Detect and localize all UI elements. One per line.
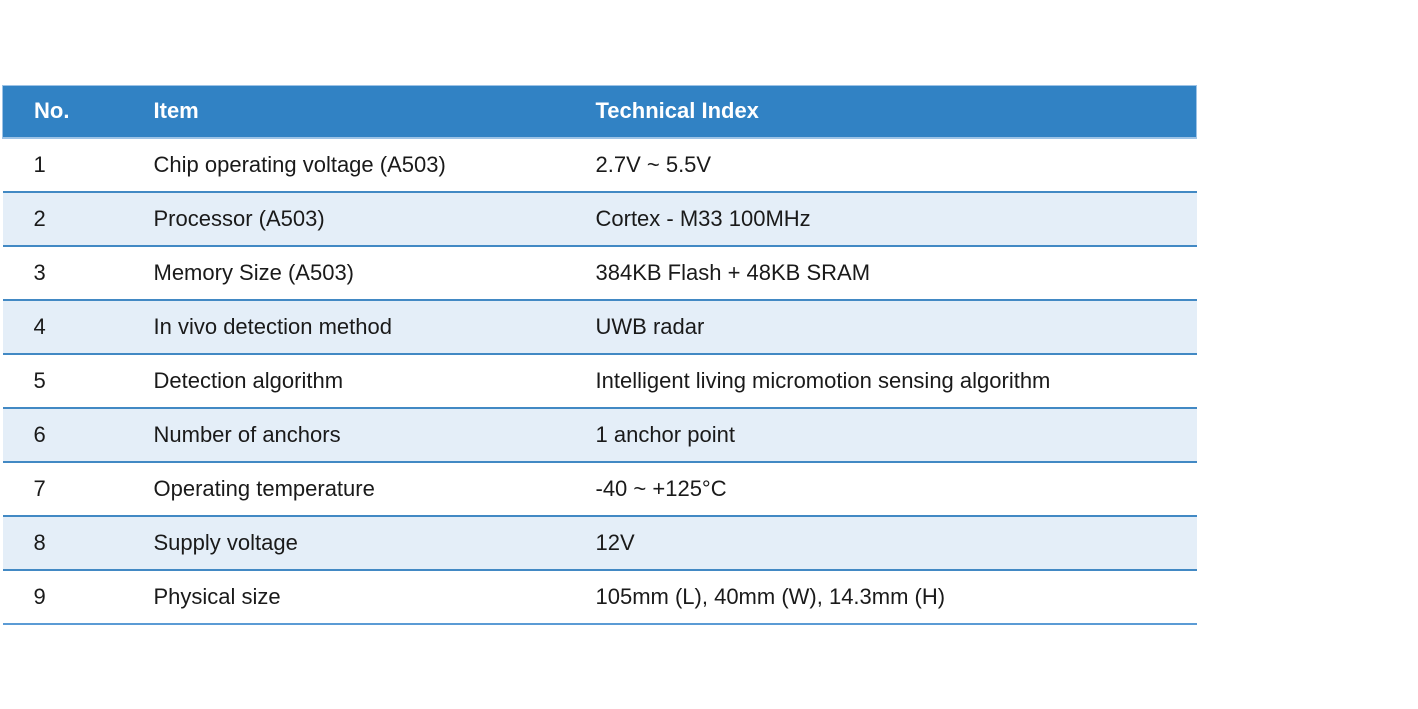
cell-no: 5 xyxy=(2,352,123,408)
cell-item: Processor (A503) xyxy=(122,190,565,246)
cell-item: Physical size xyxy=(122,568,565,625)
cell-no: 8 xyxy=(2,514,123,570)
cell-item: Supply voltage xyxy=(122,514,565,570)
cell-item: Operating temperature xyxy=(122,460,565,516)
cell-index: UWB radar xyxy=(564,298,1197,354)
cell-index: Intelligent living micromotion sensing a… xyxy=(564,352,1197,408)
cell-index: 384KB Flash + 48KB SRAM xyxy=(564,244,1197,300)
cell-index: 105mm (L), 40mm (W), 14.3mm (H) xyxy=(564,568,1197,625)
column-header-no: No. xyxy=(2,85,123,139)
column-header-technical-index: Technical Index xyxy=(564,85,1197,139)
cell-no: 2 xyxy=(2,190,123,246)
table-header: No. Item Technical Index xyxy=(2,85,1197,139)
table-body: 1 Chip operating voltage (A503) 2.7V ~ 5.5… xyxy=(2,137,1197,625)
cell-index: 12V xyxy=(564,514,1197,570)
cell-index: -40 ~ +125°C xyxy=(564,460,1197,516)
cell-index: 1 anchor point xyxy=(564,406,1197,462)
table-row: 1 Chip operating voltage (A503) 2.7V ~ 5.5… xyxy=(2,137,1197,192)
cell-item: Chip operating voltage (A503) xyxy=(153,151,446,177)
column-header-item: Item xyxy=(122,85,565,139)
cell-item: Number of anchors xyxy=(122,406,565,462)
cell-item: In vivo detection method xyxy=(122,298,565,354)
cell-no: 9 xyxy=(2,568,123,625)
cell-item: Memory Size (A503) xyxy=(122,244,565,300)
cell-no: 7 xyxy=(2,460,123,516)
spec-table: No. Item Technical Index 1 Chip operating… xyxy=(2,85,1197,625)
cell-no: 1 xyxy=(33,151,46,177)
cell-no: 3 xyxy=(2,244,123,300)
cell-item: Detection algorithm xyxy=(122,352,565,408)
cell-index: Cortex - M33 100MHz xyxy=(564,190,1197,246)
cell-index: 2.7V ~ 5.5V xyxy=(595,151,712,177)
cell-no: 6 xyxy=(2,406,123,462)
header-row: No. Item Technical Index xyxy=(2,85,1197,139)
cell-no: 4 xyxy=(2,298,123,354)
